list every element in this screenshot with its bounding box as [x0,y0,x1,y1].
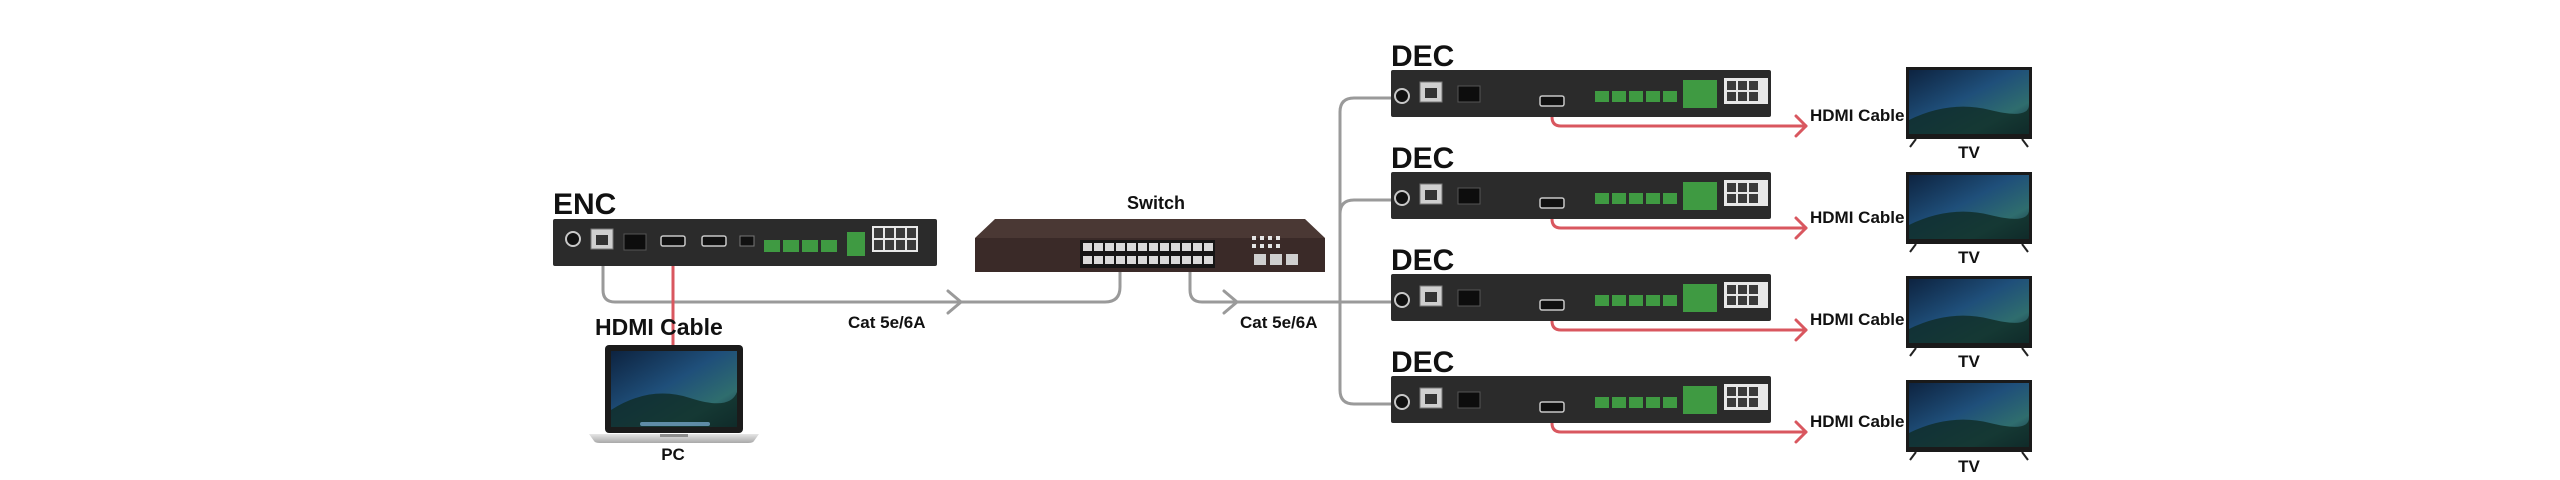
switch-label: Switch [1127,193,1185,213]
enc-label: ENC [553,188,616,221]
hdmi-cable-label-enc: HDMI Cable [595,314,723,340]
hdmi-cable-dec3-to-tv [1550,308,1808,332]
network-switch: Switch [975,193,1325,272]
audio-terminals [764,232,865,256]
dec-label-1: DEC [1391,40,1454,73]
hdmi-cable-dec4-to-tv [1550,410,1808,434]
cat-cables [601,96,1398,406]
hdmi-in-port [660,235,686,247]
sfp-port [623,233,647,251]
arrow-head-icon [1794,216,1808,240]
hdmi-cable-dec1-to-tv [1550,104,1808,128]
tv-label-3: TV [1958,352,1980,371]
hdmi-cable-label-dec1: HDMI Cable [1810,106,1904,125]
decoder-device-3: DEC [1391,244,1771,321]
hdmi-cable-dec2-to-tv [1550,206,1808,230]
tv-label-1: TV [1958,143,1980,162]
dec-label-2: DEC [1391,142,1454,175]
hdmi-cables [660,104,1808,444]
spdif-port [739,235,755,247]
hdmi-out-port [701,235,727,247]
cat-branch-dec4 [1338,300,1398,406]
arrow-head-icon [1222,289,1239,315]
tv-label-4: TV [1958,457,1980,476]
encoder-device: ENC [553,188,937,266]
arrow-head-icon [1794,114,1808,138]
switch-ports [1083,243,1213,264]
cat-cable-switch-to-decs [1188,250,1342,304]
hdmi-cable-label-dec4: HDMI Cable [1810,412,1904,431]
cat-branch-dec1 [1338,96,1398,304]
cat-cable-enc-to-switch [601,250,1122,304]
tv-icon: TV [1906,67,2032,162]
dec-label-3: DEC [1391,244,1454,277]
relay-terminal-block [872,226,918,252]
arrow-head-icon [1794,318,1808,342]
tv-icon: TV [1906,172,2032,267]
arrow-head-icon [1794,420,1808,444]
dec-label-4: DEC [1391,346,1454,379]
cat-cable-label-1: Cat 5e/6A [848,313,925,332]
tv-icon: TV [1906,380,2032,476]
laptop-icon: PC [589,345,759,464]
hdmi-cable-label-dec3: HDMI Cable [1810,310,1904,329]
tv-icon: TV [1906,276,2032,371]
arrow-head-icon [946,289,963,315]
pc-label: PC [661,445,685,464]
power-jack [565,231,581,247]
hdmi-cable-label-dec2: HDMI Cable [1810,208,1904,227]
switch-uplink-ports [1252,236,1298,265]
cat-cable-label-2: Cat 5e/6A [1240,313,1317,332]
decoder-device-2: DEC [1391,142,1771,219]
cat-branch-dec2 [1338,198,1398,304]
decoder-device-1: DEC [1391,40,1771,117]
tv-label-2: TV [1958,248,1980,267]
decoder-device-4: DEC [1391,346,1771,423]
